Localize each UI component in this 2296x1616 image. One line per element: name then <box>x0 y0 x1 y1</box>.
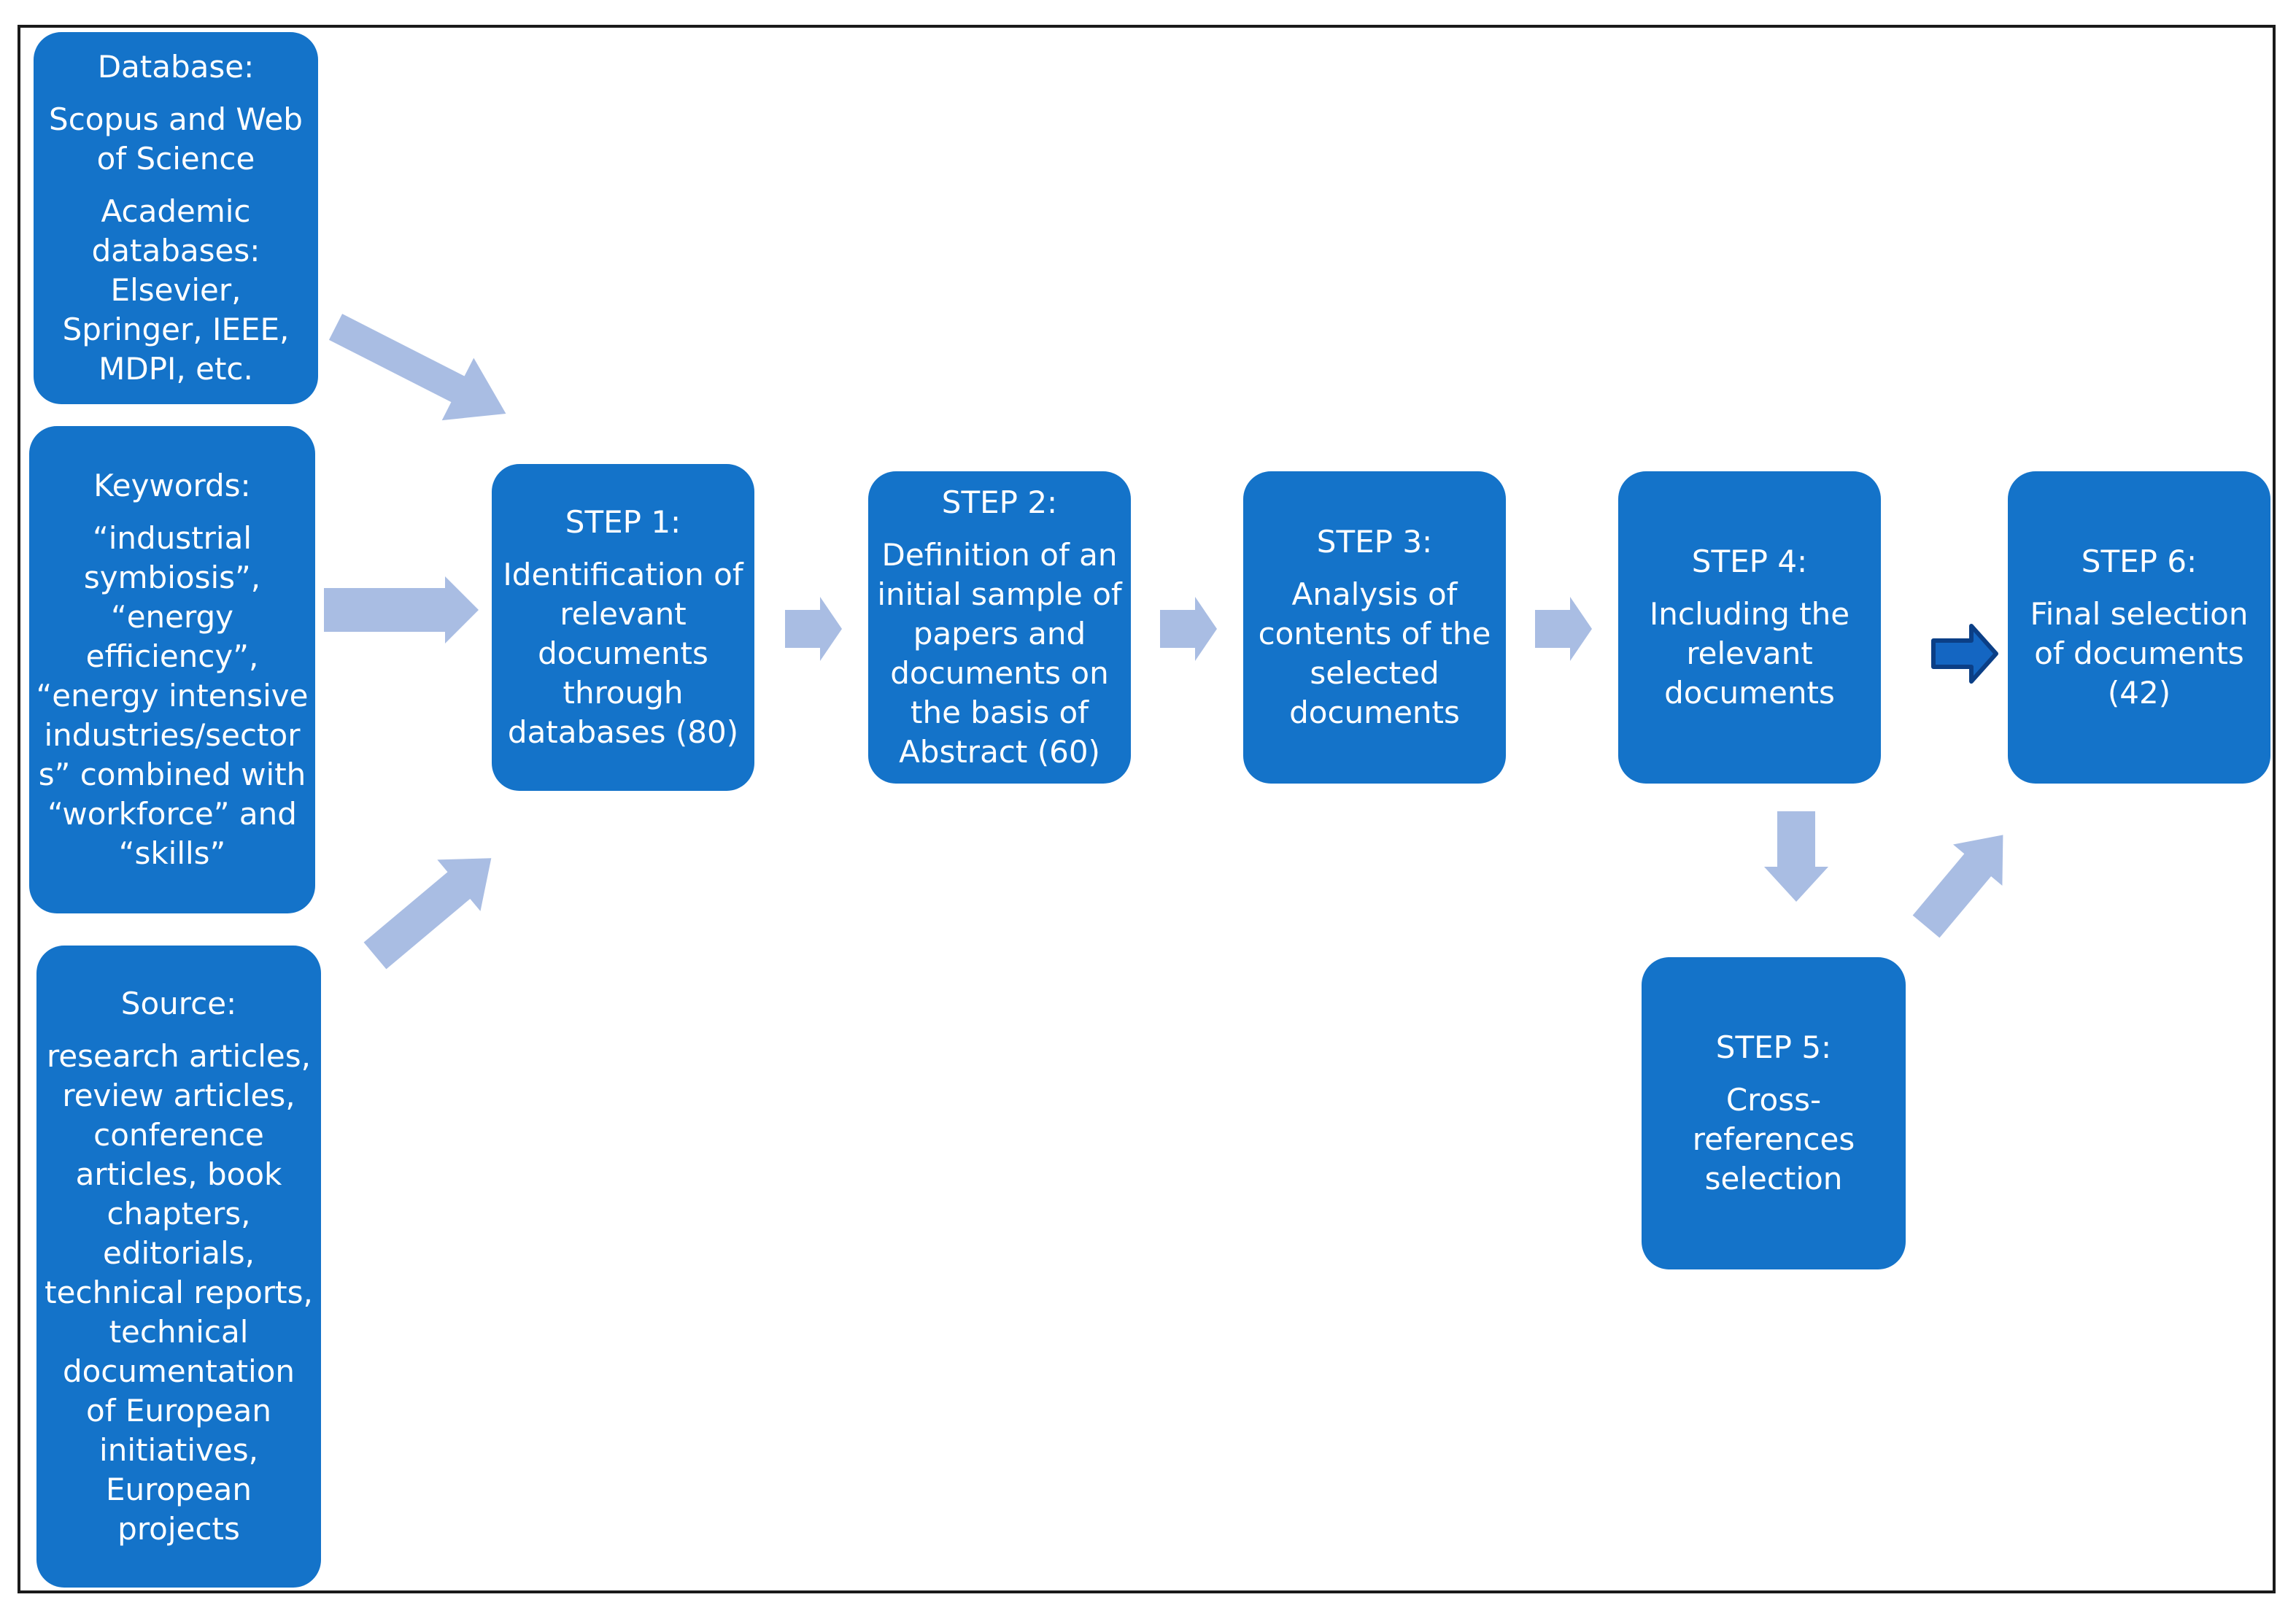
database-heading: Database: <box>97 49 255 85</box>
step-text-line: selected <box>1310 655 1439 691</box>
step-2-box: STEP 2: Definition of an initial sample … <box>868 471 1131 784</box>
database-line: Scopus and Web <box>49 101 303 137</box>
database-line: Academic <box>101 193 251 229</box>
source-line: technical reports, <box>45 1275 313 1310</box>
keywords-line: “skills” <box>118 835 226 871</box>
database-line: databases: <box>91 233 260 268</box>
step-4-box: STEP 4: Including the relevant documents <box>1618 471 1881 784</box>
database-line: Elsevier, <box>110 272 241 308</box>
keywords-heading: Keywords: <box>93 468 251 503</box>
arrow-step4-to-step6 <box>1931 624 1998 684</box>
arrow-icon <box>324 576 479 643</box>
step-1-box: STEP 1: Identification of relevant docum… <box>492 464 754 791</box>
step-text-line: Analysis of <box>1291 576 1458 612</box>
source-line: initiatives, <box>99 1432 258 1468</box>
arrow-step3-to-step4 <box>1535 597 1592 661</box>
step-text-line: references <box>1692 1121 1855 1157</box>
step-text-line: Definition of an <box>881 537 1118 573</box>
arrow-icon <box>1931 624 1998 684</box>
step-text-line: documents <box>1664 675 1835 711</box>
arrow-icon <box>1535 597 1592 661</box>
source-line: research articles, <box>46 1038 312 1074</box>
arrow-step2-to-step3 <box>1160 597 1217 661</box>
source-line: European <box>105 1472 252 1507</box>
step-text-line: Identification of <box>503 557 743 592</box>
source-line: technical <box>109 1314 249 1350</box>
step-text-line: relevant <box>1686 635 1813 671</box>
keywords-line: s” combined with <box>38 757 306 792</box>
arrow-keywords-to-step1 <box>324 576 479 643</box>
step-5-box: STEP 5: Cross- references selection <box>1642 957 1906 1269</box>
step-text-line: through <box>563 675 684 711</box>
arrow-icon <box>1912 835 2003 938</box>
keywords-line: “energy intensive <box>36 678 309 714</box>
keywords-box: Keywords: “industrial symbiosis”, “energ… <box>29 426 315 913</box>
keywords-line: industries/sector <box>44 717 301 753</box>
source-line: chapters, <box>107 1196 251 1232</box>
arrow-icon <box>1160 597 1217 661</box>
keywords-line: “industrial <box>92 520 252 556</box>
arrow-icon <box>328 314 506 421</box>
arrow-icon <box>785 597 842 661</box>
step-text-line: papers and <box>913 616 1086 652</box>
step-text-line: databases (80) <box>507 714 739 750</box>
arrow-icon <box>363 858 492 970</box>
step-text-line: relevant <box>560 596 687 632</box>
arrow-step4-to-step5 <box>1764 811 1828 902</box>
arrow-step1-to-step2 <box>785 597 842 661</box>
step-3-box: STEP 3: Analysis of contents of the sele… <box>1243 471 1506 784</box>
step-text-line: Cross- <box>1725 1082 1822 1118</box>
step-text-line: contents of the <box>1258 616 1491 652</box>
source-heading: Source: <box>120 986 237 1021</box>
step-label: STEP 4: <box>1691 544 1808 579</box>
keywords-line: efficiency”, <box>85 638 259 674</box>
step-text-line: (42) <box>2107 675 2171 711</box>
step-text-line: Including the <box>1649 596 1850 632</box>
step-text-line: of documents <box>2034 635 2244 671</box>
step-label: STEP 3: <box>1316 524 1433 560</box>
step-text-line: initial sample of <box>877 576 1122 612</box>
step-text-line: Final selection <box>2030 596 2249 632</box>
source-line: articles, book <box>75 1156 282 1192</box>
step-text-line: documents <box>1289 695 1460 730</box>
source-line: of European <box>86 1393 271 1429</box>
step-label: STEP 6: <box>2081 544 2198 579</box>
source-line: projects <box>117 1511 240 1547</box>
step-label: STEP 2: <box>941 484 1058 520</box>
step-text-line: Abstract (60) <box>899 734 1100 770</box>
source-line: review articles, <box>62 1078 295 1113</box>
step-text-line: documents <box>538 635 708 671</box>
arrow-icon <box>1764 811 1828 902</box>
step-label: STEP 1: <box>565 504 681 540</box>
step-label: STEP 5: <box>1715 1029 1832 1065</box>
database-line: Springer, IEEE, <box>62 312 290 347</box>
diagram-frame <box>18 25 2276 1593</box>
arrow-database-to-step1 <box>328 314 506 421</box>
arrow-source-to-step1 <box>363 858 492 970</box>
arrow-step5-to-step6 <box>1912 835 2003 938</box>
database-line: of Science <box>96 141 255 177</box>
step-text-line: documents on <box>890 655 1109 691</box>
source-line: editorials, <box>103 1235 255 1271</box>
keywords-line: symbiosis”, <box>83 560 261 595</box>
step-text-line: the basis of <box>911 695 1089 730</box>
step-6-box: STEP 6: Final selection of documents (42… <box>2008 471 2270 784</box>
step-text-line: selection <box>1704 1161 1843 1196</box>
keywords-line: “energy <box>110 599 234 635</box>
database-line: MDPI, etc. <box>98 351 253 387</box>
source-line: documentation <box>62 1353 295 1389</box>
source-box: Source: research articles, review articl… <box>36 946 321 1588</box>
keywords-line: “workforce” and <box>47 796 297 832</box>
source-line: conference <box>93 1117 264 1153</box>
database-box: Database: Scopus and Web of Science Acad… <box>34 32 318 404</box>
